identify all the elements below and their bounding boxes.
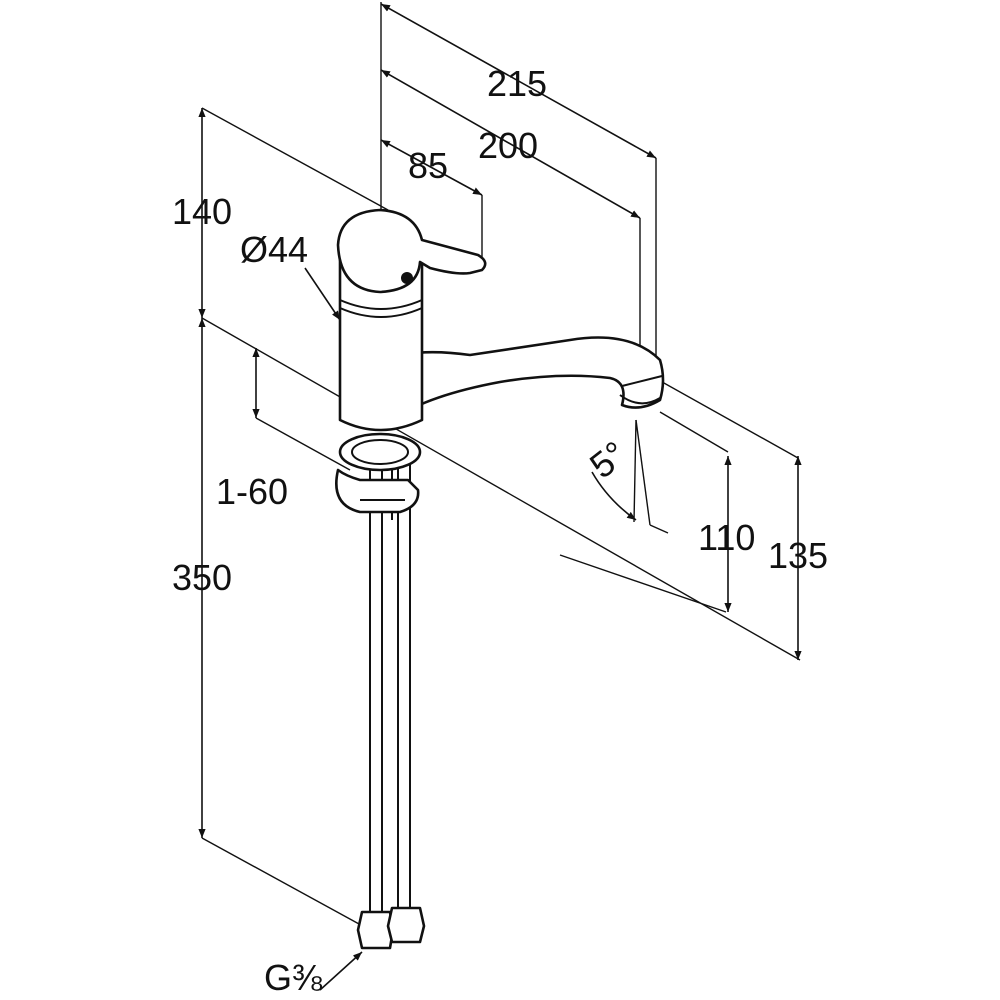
- dimension-labels: 215 200 85 140 Ø44 1-60 350 5° 110 135 G…: [172, 63, 828, 998]
- dim-spout-angle: 5°: [582, 433, 634, 487]
- dim-deck-thickness: 1-60: [216, 471, 288, 512]
- dim-spout-reach: 200: [478, 125, 538, 166]
- dim-total-reach: 215: [487, 63, 547, 104]
- dim-body-height: 140: [172, 191, 232, 232]
- dim-lever-offset: 85: [408, 145, 448, 186]
- dim-body-diameter: Ø44: [240, 229, 308, 270]
- dim-thread: G⅜: [264, 957, 323, 998]
- dim-spout-height: 135: [768, 535, 828, 576]
- dim-hose-length: 350: [172, 557, 232, 598]
- dim-outlet-height: 110: [698, 517, 755, 558]
- faucet-body: [335, 208, 665, 950]
- extension-lines: [201, 2, 801, 931]
- dimension-lines: [198, 3, 802, 991]
